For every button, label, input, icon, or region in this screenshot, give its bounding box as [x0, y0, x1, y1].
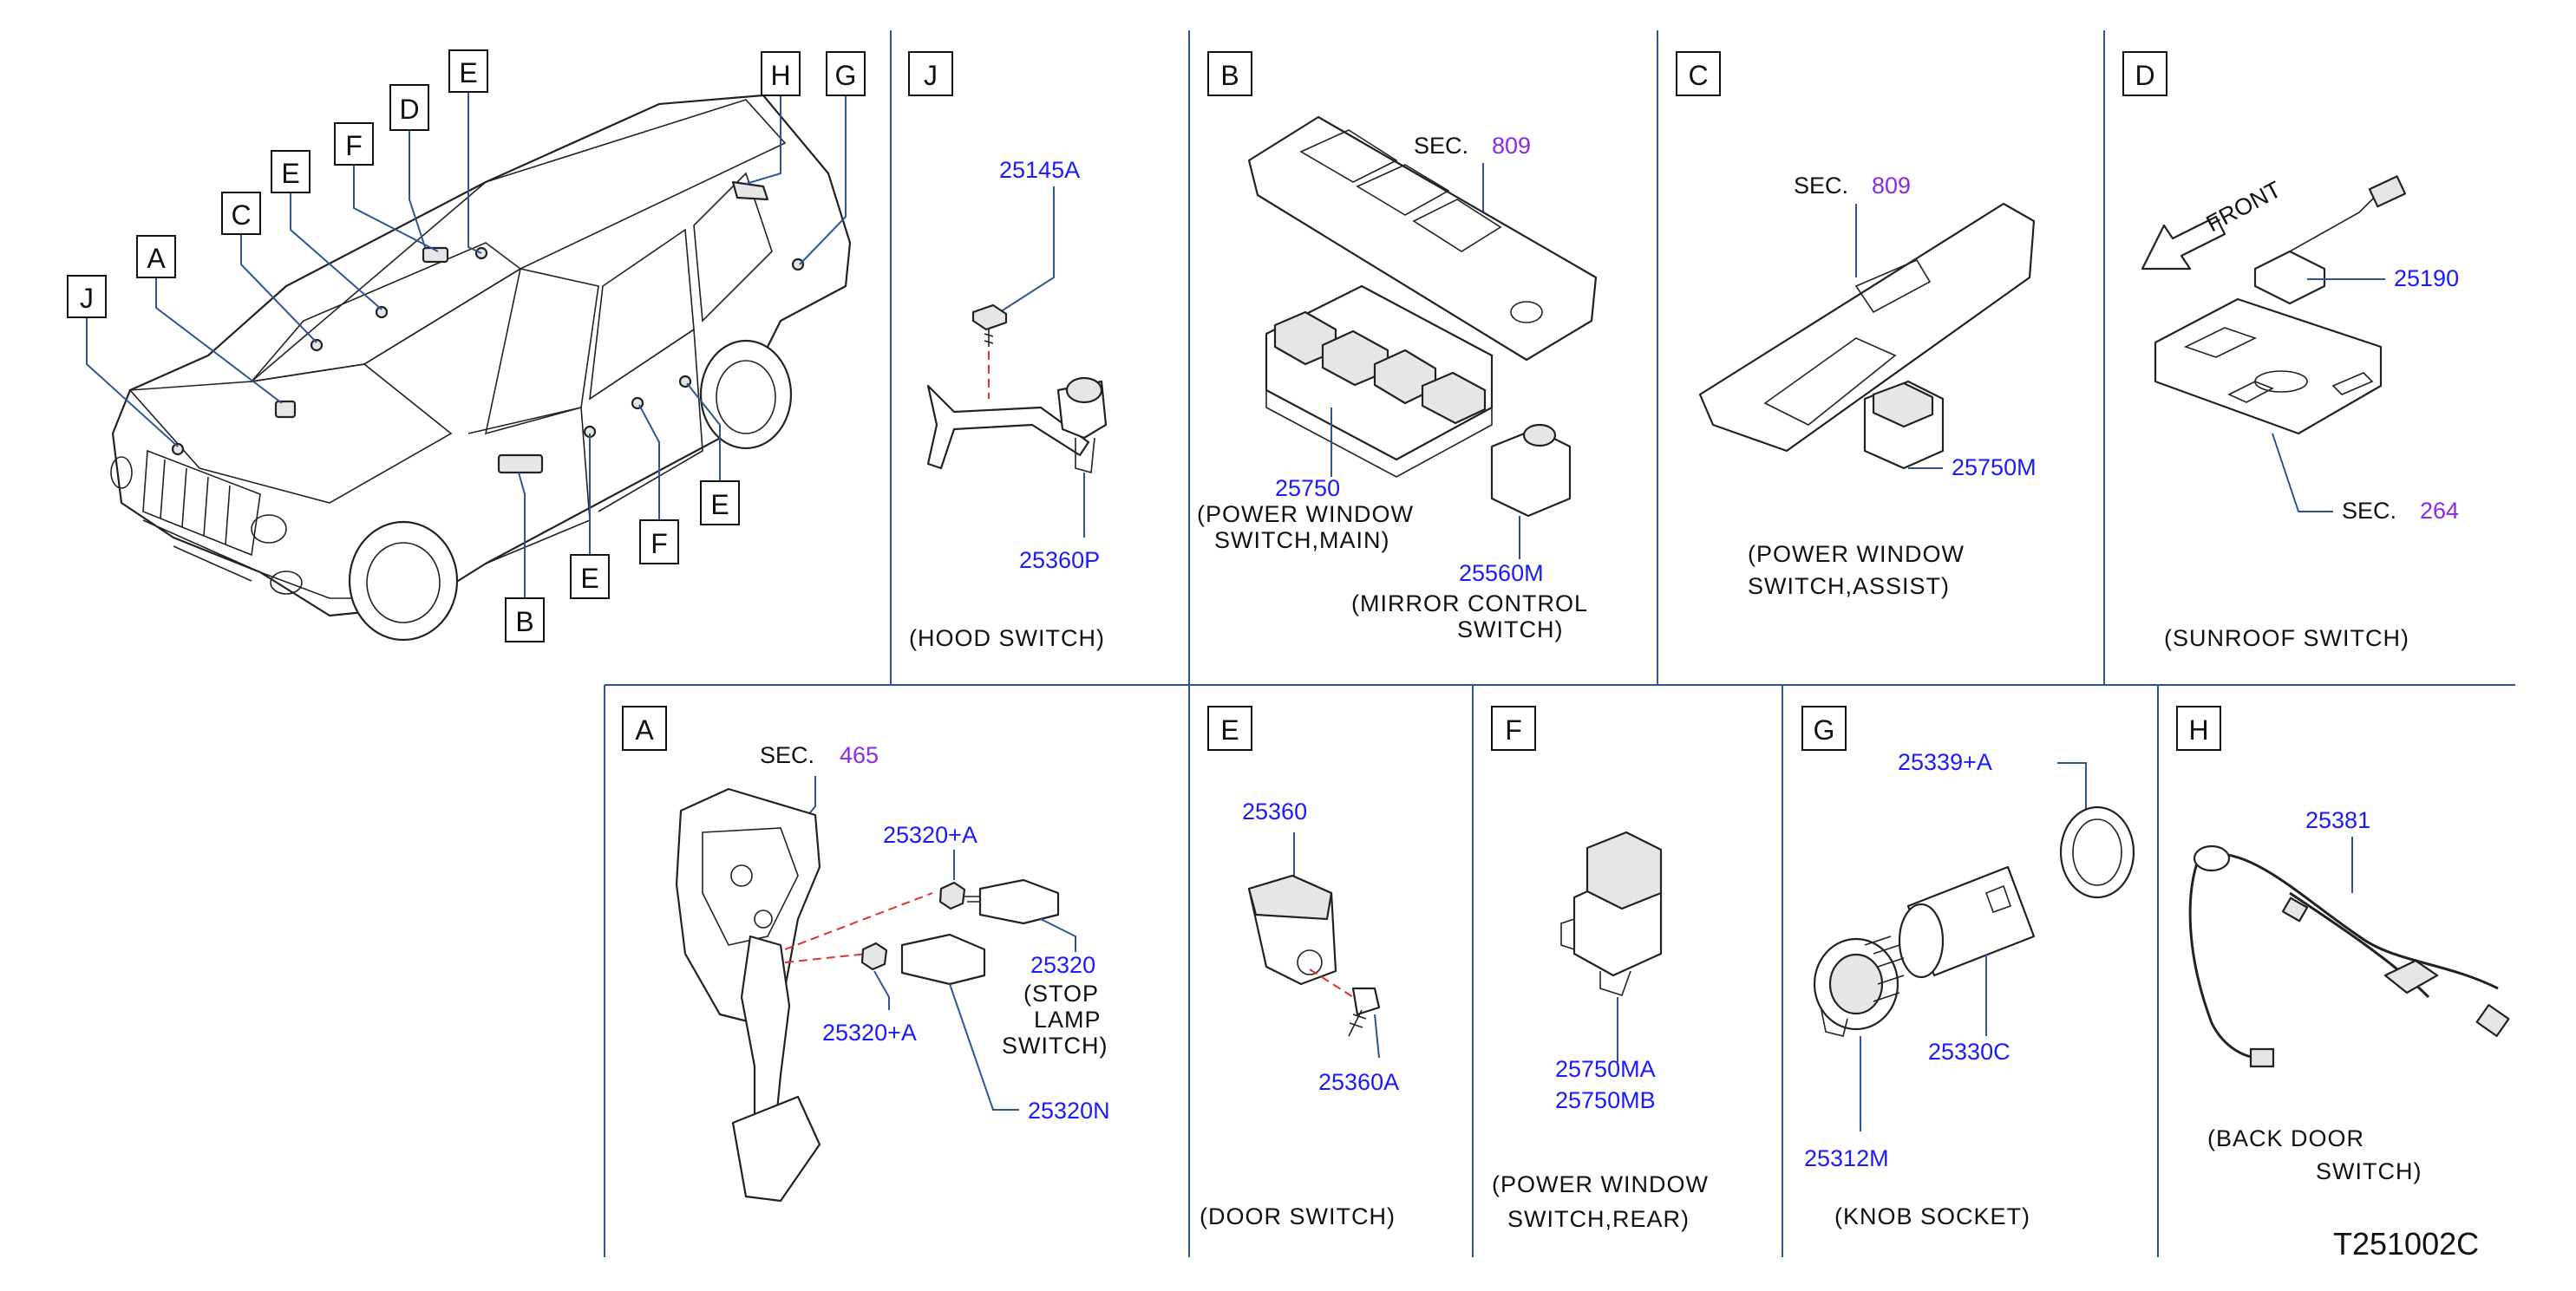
callout-F: F — [334, 122, 374, 166]
caption-assist-2: SWITCH,ASSIST) — [1748, 573, 1950, 599]
callout-F: F — [639, 519, 679, 564]
callout-E: E — [448, 49, 488, 93]
part-number-25750m: 25750M — [1952, 454, 2037, 480]
callout-E: E — [271, 150, 311, 193]
caption-back-door-2: SWITCH) — [2316, 1158, 2422, 1184]
caption-main-2: SWITCH,MAIN) — [1214, 527, 1389, 553]
panel-h-back-door-switch: H 25381 (BACK DOOR SWITCH) — [2176, 706, 2510, 1184]
sec-number-809: 809 — [1492, 133, 1531, 159]
part-number-25750mb: 25750MB — [1555, 1087, 1656, 1113]
figure-code: T251002C — [2333, 1226, 2479, 1262]
callout-C: C — [221, 192, 261, 235]
caption-main-1: (POWER WINDOW — [1197, 501, 1414, 527]
svg-text:E: E — [459, 57, 477, 88]
svg-text:E: E — [710, 489, 729, 520]
panel-f-power-window-rear: F 25750MA 25750MB (POWER WINDOW SWITCH,R… — [1491, 706, 1709, 1232]
panel-letter: J — [924, 60, 938, 91]
sec-number-264: 264 — [2420, 498, 2459, 524]
part-number-25360: 25360 — [1242, 799, 1307, 825]
front-arrow-icon — [2141, 215, 2226, 271]
panel-e-door-switch: E 25360 25360A (DOOR SWITCH) — [1200, 706, 1399, 1229]
svg-text:A: A — [147, 243, 166, 274]
svg-text:F: F — [345, 130, 363, 161]
sec-label: SEC. — [760, 742, 814, 768]
callout-D: D — [389, 84, 429, 131]
front-label: FRONT — [2202, 176, 2285, 237]
svg-text:F: F — [651, 528, 668, 559]
svg-text:H: H — [770, 60, 790, 91]
caption-mirror-2: SWITCH) — [1457, 616, 1563, 642]
caption-mirror-1: (MIRROR CONTROL — [1351, 590, 1588, 616]
sec-label: SEC. — [2342, 498, 2396, 524]
panel-c-power-window-assist: C SEC. 809 25750M (POWER WINDOW SWITCH,A… — [1676, 51, 2037, 599]
svg-text:D: D — [399, 94, 419, 125]
part-number-25339a: 25339+A — [1898, 749, 1992, 775]
panel-b-power-window-main: B SEC. 809 25750 (POWER WINDOW SWITCH,MA… — [1197, 51, 1598, 642]
callout-G: G — [826, 51, 866, 96]
panel-letter: G — [1814, 714, 1835, 746]
callout-E: E — [700, 480, 740, 525]
caption-rear-2: SWITCH,REAR) — [1507, 1206, 1690, 1232]
svg-text:G: G — [835, 60, 857, 91]
callout-B: B — [505, 597, 545, 642]
panel-letter: F — [1505, 714, 1522, 746]
sec-label: SEC. — [1414, 133, 1468, 159]
sec-number-465: 465 — [840, 742, 879, 768]
part-number-25360p: 25360P — [1019, 547, 1100, 573]
caption-stop-2: LAMP — [1034, 1007, 1102, 1033]
part-number-25320a-bottom: 25320+A — [822, 1020, 917, 1046]
part-number-25312m: 25312M — [1804, 1145, 1889, 1171]
part-number-25750ma: 25750MA — [1555, 1056, 1656, 1082]
part-number-25320a-top: 25320+A — [883, 822, 977, 848]
part-number-25190: 25190 — [2394, 265, 2459, 291]
caption-knob-socket: (KNOB SOCKET) — [1834, 1203, 2030, 1229]
caption-stop-3: SWITCH) — [1002, 1033, 1108, 1059]
callout-J: J — [67, 275, 107, 318]
part-number-25320n: 25320N — [1028, 1098, 1110, 1124]
callout-A: A — [136, 235, 176, 278]
part-number-25330c: 25330C — [1928, 1039, 2010, 1065]
svg-text:C: C — [231, 199, 251, 231]
svg-text:E: E — [281, 158, 299, 189]
callout-E: E — [570, 554, 610, 599]
caption-hood-switch: (HOOD SWITCH) — [909, 625, 1105, 651]
sec-label: SEC. — [1794, 173, 1848, 199]
panel-letter: E — [1220, 714, 1239, 746]
part-number-25145a: 25145A — [999, 157, 1080, 183]
sec-number-809: 809 — [1872, 173, 1911, 199]
panel-g-knob-socket: G 25339+A 25330C 25312M (KNOB SOCKET) — [1801, 706, 2135, 1229]
panel-a-stop-lamp-switch: A SEC. 465 25320+A 25320 (STOP LAMP SWIT… — [622, 706, 1110, 1203]
caption-stop-1: (STOP — [1023, 981, 1099, 1007]
panel-letter: A — [635, 714, 654, 746]
panel-letter: C — [1688, 60, 1708, 91]
part-number-25320: 25320 — [1030, 952, 1095, 978]
svg-text:J: J — [80, 283, 94, 314]
caption-back-door-1: (BACK DOOR — [2207, 1125, 2364, 1151]
caption-sunroof: (SUNROOF SWITCH) — [2164, 625, 2409, 651]
part-number-25750: 25750 — [1275, 475, 1340, 501]
svg-text:E: E — [580, 563, 598, 594]
svg-text:B: B — [515, 606, 533, 637]
vehicle-overview: J A C E F D E H G B E F E — [67, 49, 866, 642]
panel-letter: D — [2135, 60, 2154, 91]
panel-grid — [604, 30, 2515, 1257]
caption-rear-1: (POWER WINDOW — [1492, 1171, 1709, 1197]
panel-j-hood-switch: J 25145A 25360P (HOOD SWITCH) — [908, 51, 1108, 651]
panel-letter: H — [2188, 714, 2208, 746]
panel-d-sunroof-switch: D FRONT 25190 SEC. 264 (SUNROOF SWITCH) — [2122, 51, 2459, 651]
part-number-25560m: 25560M — [1459, 560, 1544, 586]
panel-letter: B — [1220, 60, 1239, 91]
part-number-25381: 25381 — [2305, 807, 2370, 833]
part-number-25360a: 25360A — [1318, 1069, 1399, 1095]
callout-H: H — [761, 51, 801, 96]
caption-assist-1: (POWER WINDOW — [1748, 541, 1965, 567]
caption-door-switch: (DOOR SWITCH) — [1200, 1203, 1396, 1229]
